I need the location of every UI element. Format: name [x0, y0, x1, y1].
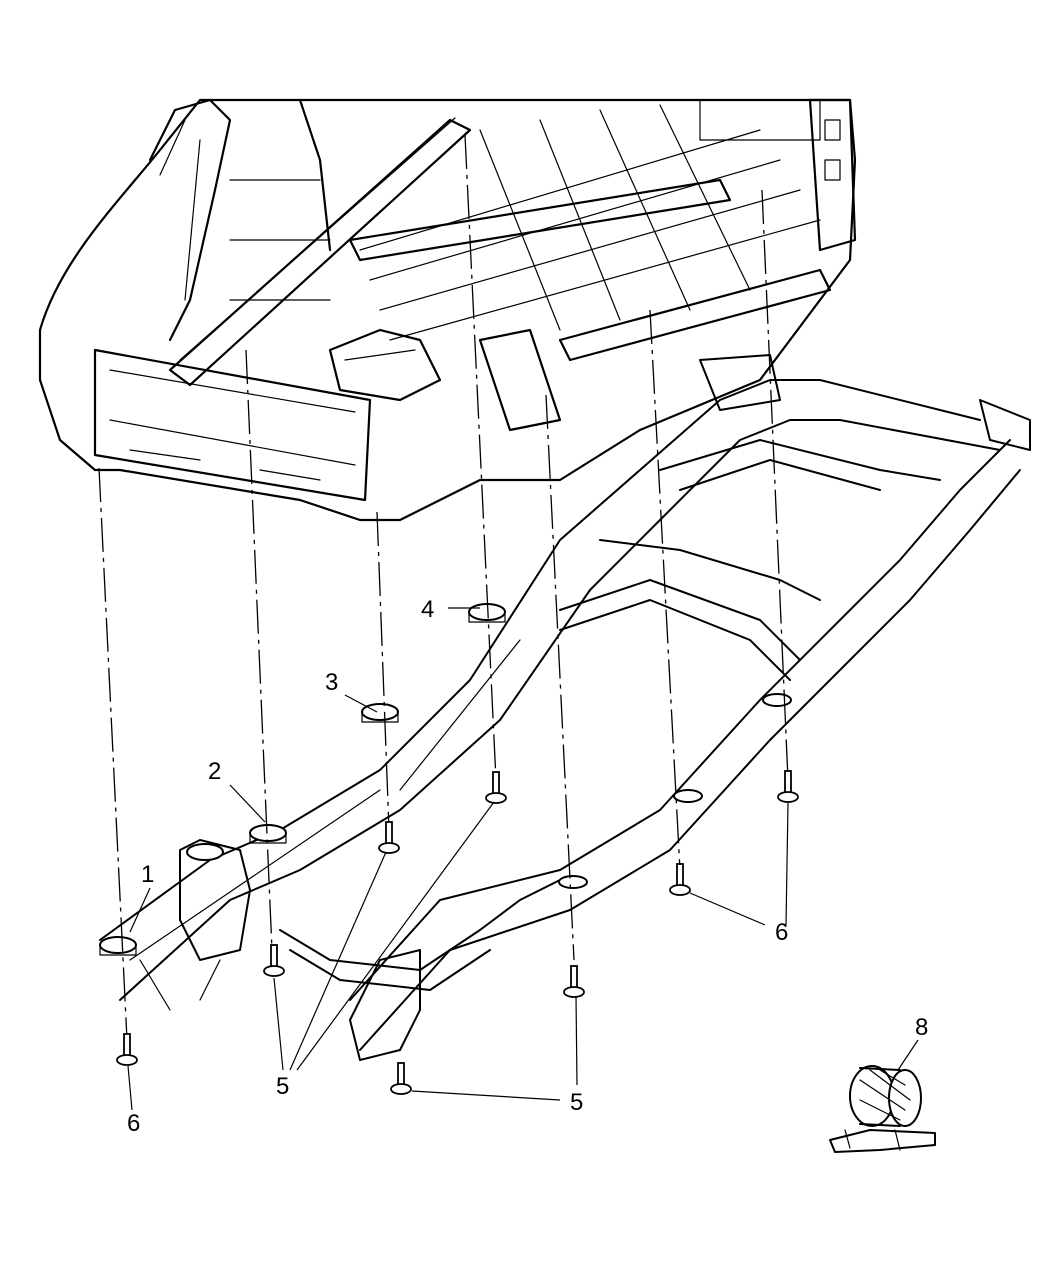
vehicle-body-underside	[38, 98, 857, 522]
callout-8: 8	[915, 1014, 928, 1041]
bolt-5-front-left	[263, 944, 285, 977]
bolts	[116, 770, 799, 1095]
bolt-6-rear-right	[777, 770, 799, 803]
bolt-5-rear-left	[563, 965, 585, 998]
callout-labels: 1 2 3 4 5 5 6 6 8	[127, 596, 928, 1137]
bolt-5-front-right	[390, 1062, 412, 1095]
body-mount-part-8	[829, 1065, 936, 1153]
body-mount-rear-right	[762, 693, 792, 707]
body-mount-rear-left	[558, 875, 588, 889]
callout-2: 2	[208, 758, 221, 785]
leader-lines	[127, 607, 919, 1111]
bolt-5-front-mid	[378, 821, 400, 854]
callout-6-rear: 6	[775, 919, 788, 946]
callout-3: 3	[325, 669, 338, 696]
body-mount-rear-center	[673, 789, 703, 803]
frame-chassis	[99, 354, 1031, 1061]
callout-5-front: 5	[276, 1073, 289, 1100]
callout-6-front: 6	[127, 1110, 140, 1137]
callout-4: 4	[421, 596, 434, 623]
callout-5-rear: 5	[570, 1089, 583, 1116]
body-mount-1	[99, 936, 137, 956]
callout-1: 1	[141, 861, 154, 888]
body-mount-3	[361, 703, 399, 723]
body-mount-4	[468, 603, 506, 623]
bolt-5-mid	[485, 771, 507, 804]
body-mount-2	[249, 824, 287, 844]
bolt-6-rear-center	[669, 863, 691, 896]
bolt-6-front-left	[116, 1033, 138, 1066]
alignment-lines	[98, 134, 789, 1041]
